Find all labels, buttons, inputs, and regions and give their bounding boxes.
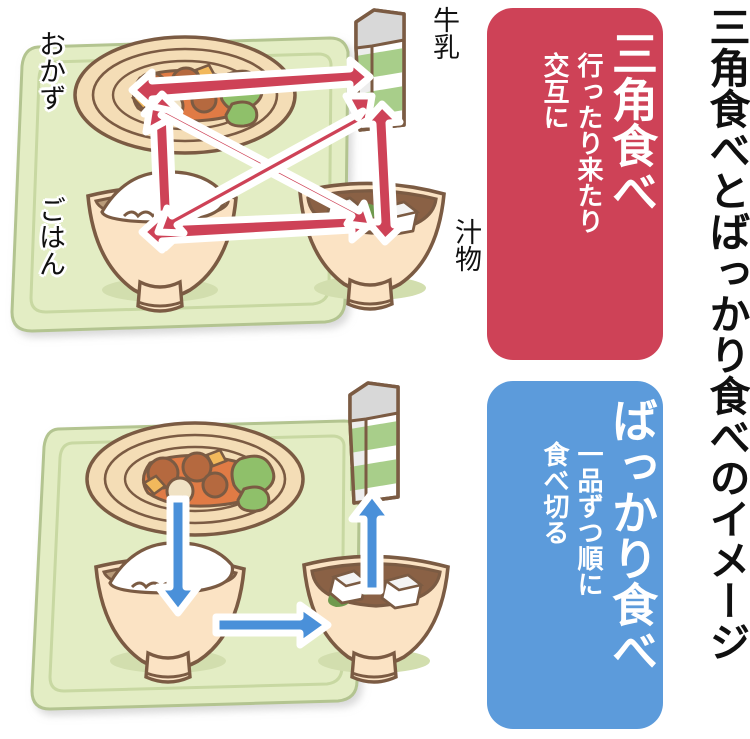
bakkari-eating-illustration [0,369,500,739]
label-gyunyu: 牛乳 [428,6,459,60]
bakkari-eating-arrows [154,489,396,649]
panel-red-subtitle-1: 行ったり来たり [573,52,603,234]
panel-blue-subtitle-2: 食べ切る [539,441,569,545]
panel-bakkari-eating: ばっかり食べ 一品ずつ順に 食べ切る [487,381,663,729]
bottom-scene-svg [30,381,450,711]
page-title: 三角食べとばっかり食べのイメージ [702,6,750,662]
okazu-plate [85,421,305,537]
panel-red-subtitle-2: 交互に [539,52,569,130]
label-gohan: ごはん [34,196,65,277]
panel-triangle-eating: 三角食べ 行ったり来たり 交互に [487,8,663,360]
panel-red-title: 三角食べ [605,30,659,214]
milk-carton [348,381,400,505]
panel-blue-subtitle-1: 一品ずつ順に [573,441,603,597]
label-okazu: おかず [34,30,65,111]
triangle-eating-arrows [128,56,407,254]
triangle-eating-illustration: おかず ごはん 牛乳 汁物 [0,0,500,370]
panel-blue-title: ばっかり食べ [605,397,659,673]
label-shirumono: 汁物 [450,218,481,272]
top-scene-svg [10,8,446,333]
